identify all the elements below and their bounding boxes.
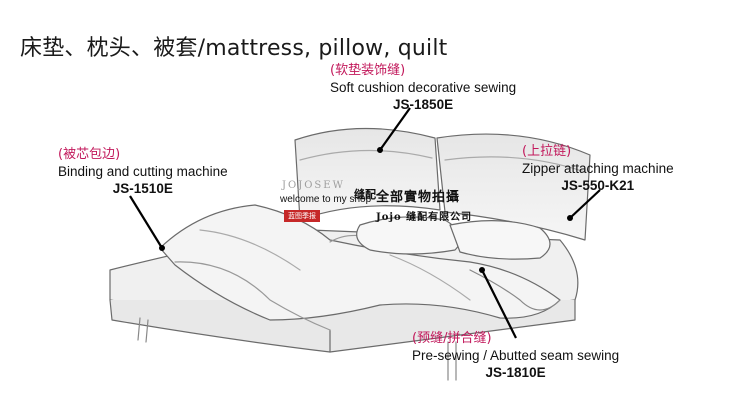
callout-cn-label: (预缝/拼合缝) [412, 331, 492, 346]
watermark-brand-en: JOJOSEW [282, 180, 345, 191]
callout-description: Soft cushion decorative sewing [330, 80, 517, 95]
watermark-brand-cn: 缝配 [354, 188, 376, 201]
callout-description: Zipper attaching machine [522, 161, 674, 176]
callout-pre-sewing: (预缝/拼合缝) Pre-sewing / Abutted seam sewin… [412, 330, 619, 381]
callout-cn-label: (软垫装饰缝) [330, 63, 406, 78]
watermark-company: Jojo 缝配有限公司 [376, 212, 473, 223]
shop-watermark: JOJOSEW 缝配 welcome to my shop 蓝图季报 全部實物拍… [278, 180, 478, 224]
callout-cn-label: (上拉链) [522, 144, 572, 159]
callout-model: JS-1810E [485, 365, 546, 380]
watermark-brand: JOJOSEW [282, 180, 345, 191]
callout-model: JS-550-K21 [561, 178, 635, 193]
callout-zipper: (上拉链) Zipper attaching machine JS-550-K2… [522, 143, 674, 194]
callout-model: JS-1850E [393, 97, 454, 112]
callout-description: Binding and cutting machine [58, 164, 228, 179]
callout-model: JS-1510E [112, 181, 173, 196]
callout-description: Pre-sewing / Abutted seam sewing [412, 348, 620, 363]
watermark-slogan: 全部實物拍攝 [376, 190, 461, 205]
watermark-badge: 蓝图季报 [284, 210, 320, 222]
callout-soft-cushion: (软垫装饰缝) Soft cushion decorative sewing J… [330, 62, 516, 113]
callout-binding: (被芯包边) Binding and cutting machine JS-15… [58, 146, 228, 197]
watermark-welcome: welcome to my shop [280, 194, 372, 205]
callout-cn-label: (被芯包边) [58, 147, 121, 162]
page-title: 床垫、枕头、被套/mattress, pillow, quilt [20, 36, 448, 61]
